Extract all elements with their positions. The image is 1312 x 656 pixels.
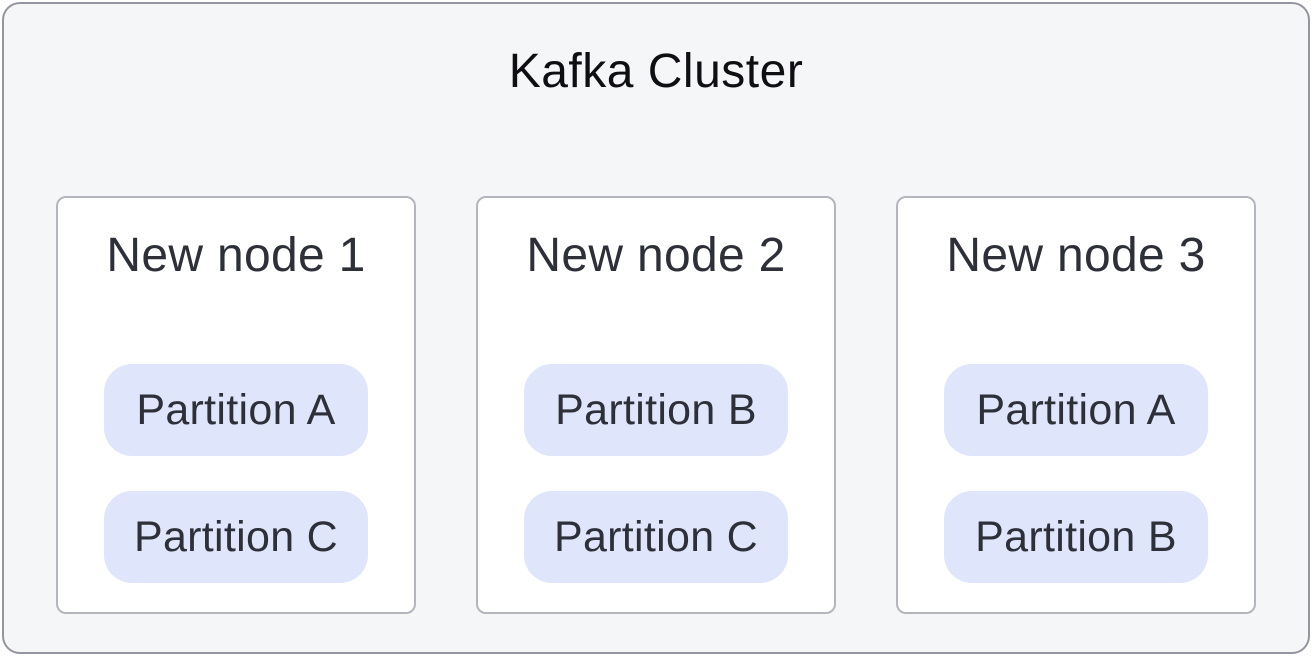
partition-pill: Partition B bbox=[524, 364, 788, 456]
node-title: New node 2 bbox=[526, 229, 786, 282]
partition-pill: Partition A bbox=[104, 364, 368, 456]
node-card-2: New node 2 Partition B Partition C bbox=[476, 196, 836, 614]
nodes-row: New node 1 Partition A Partition C New n… bbox=[4, 196, 1308, 614]
partition-list: Partition A Partition C bbox=[104, 364, 368, 583]
partition-pill: Partition B bbox=[944, 491, 1208, 583]
node-title: New node 1 bbox=[106, 229, 366, 282]
node-title: New node 3 bbox=[946, 229, 1206, 282]
partition-pill: Partition C bbox=[104, 491, 368, 583]
partition-list: Partition A Partition B bbox=[944, 364, 1208, 583]
node-card-1: New node 1 Partition A Partition C bbox=[56, 196, 416, 614]
partition-pill: Partition C bbox=[524, 491, 788, 583]
partition-pill: Partition A bbox=[944, 364, 1208, 456]
partition-list: Partition B Partition C bbox=[524, 364, 788, 583]
node-card-3: New node 3 Partition A Partition B bbox=[896, 196, 1256, 614]
diagram-title: Kafka Cluster bbox=[508, 45, 804, 98]
